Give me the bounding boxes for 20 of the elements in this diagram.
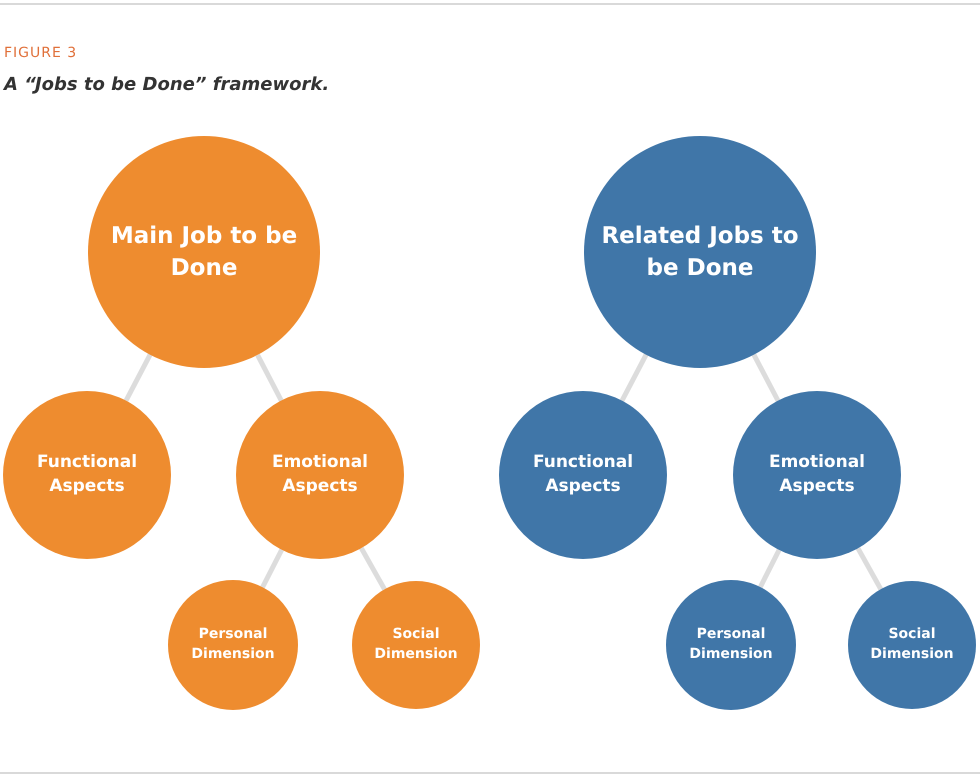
node-label: Main Job to be Done [110, 222, 298, 283]
node-label: Related Jobs to be Done [600, 222, 800, 283]
node-label: Functional Aspects [36, 451, 138, 498]
node-label: Personal Dimension [688, 625, 774, 664]
figure-number: FIGURE 3 [4, 45, 78, 61]
node-label: Emotional Aspects [768, 451, 866, 498]
connector-line [255, 354, 284, 402]
connector-line [758, 548, 782, 588]
connector-line [620, 354, 648, 402]
connector-line [260, 548, 284, 588]
figure-title: A “Jobs to be Done” framework. [4, 74, 330, 95]
node-label: Emotional Aspects [270, 451, 370, 498]
connector-line [856, 547, 883, 590]
node-label: Social Dimension [373, 625, 459, 664]
node-label: Functional Aspects [532, 451, 634, 498]
node-label: Personal Dimension [190, 625, 276, 664]
node-label: Social Dimension [869, 625, 955, 664]
connector-line [124, 354, 152, 402]
connector-line [359, 546, 387, 590]
connector-line [752, 354, 780, 402]
